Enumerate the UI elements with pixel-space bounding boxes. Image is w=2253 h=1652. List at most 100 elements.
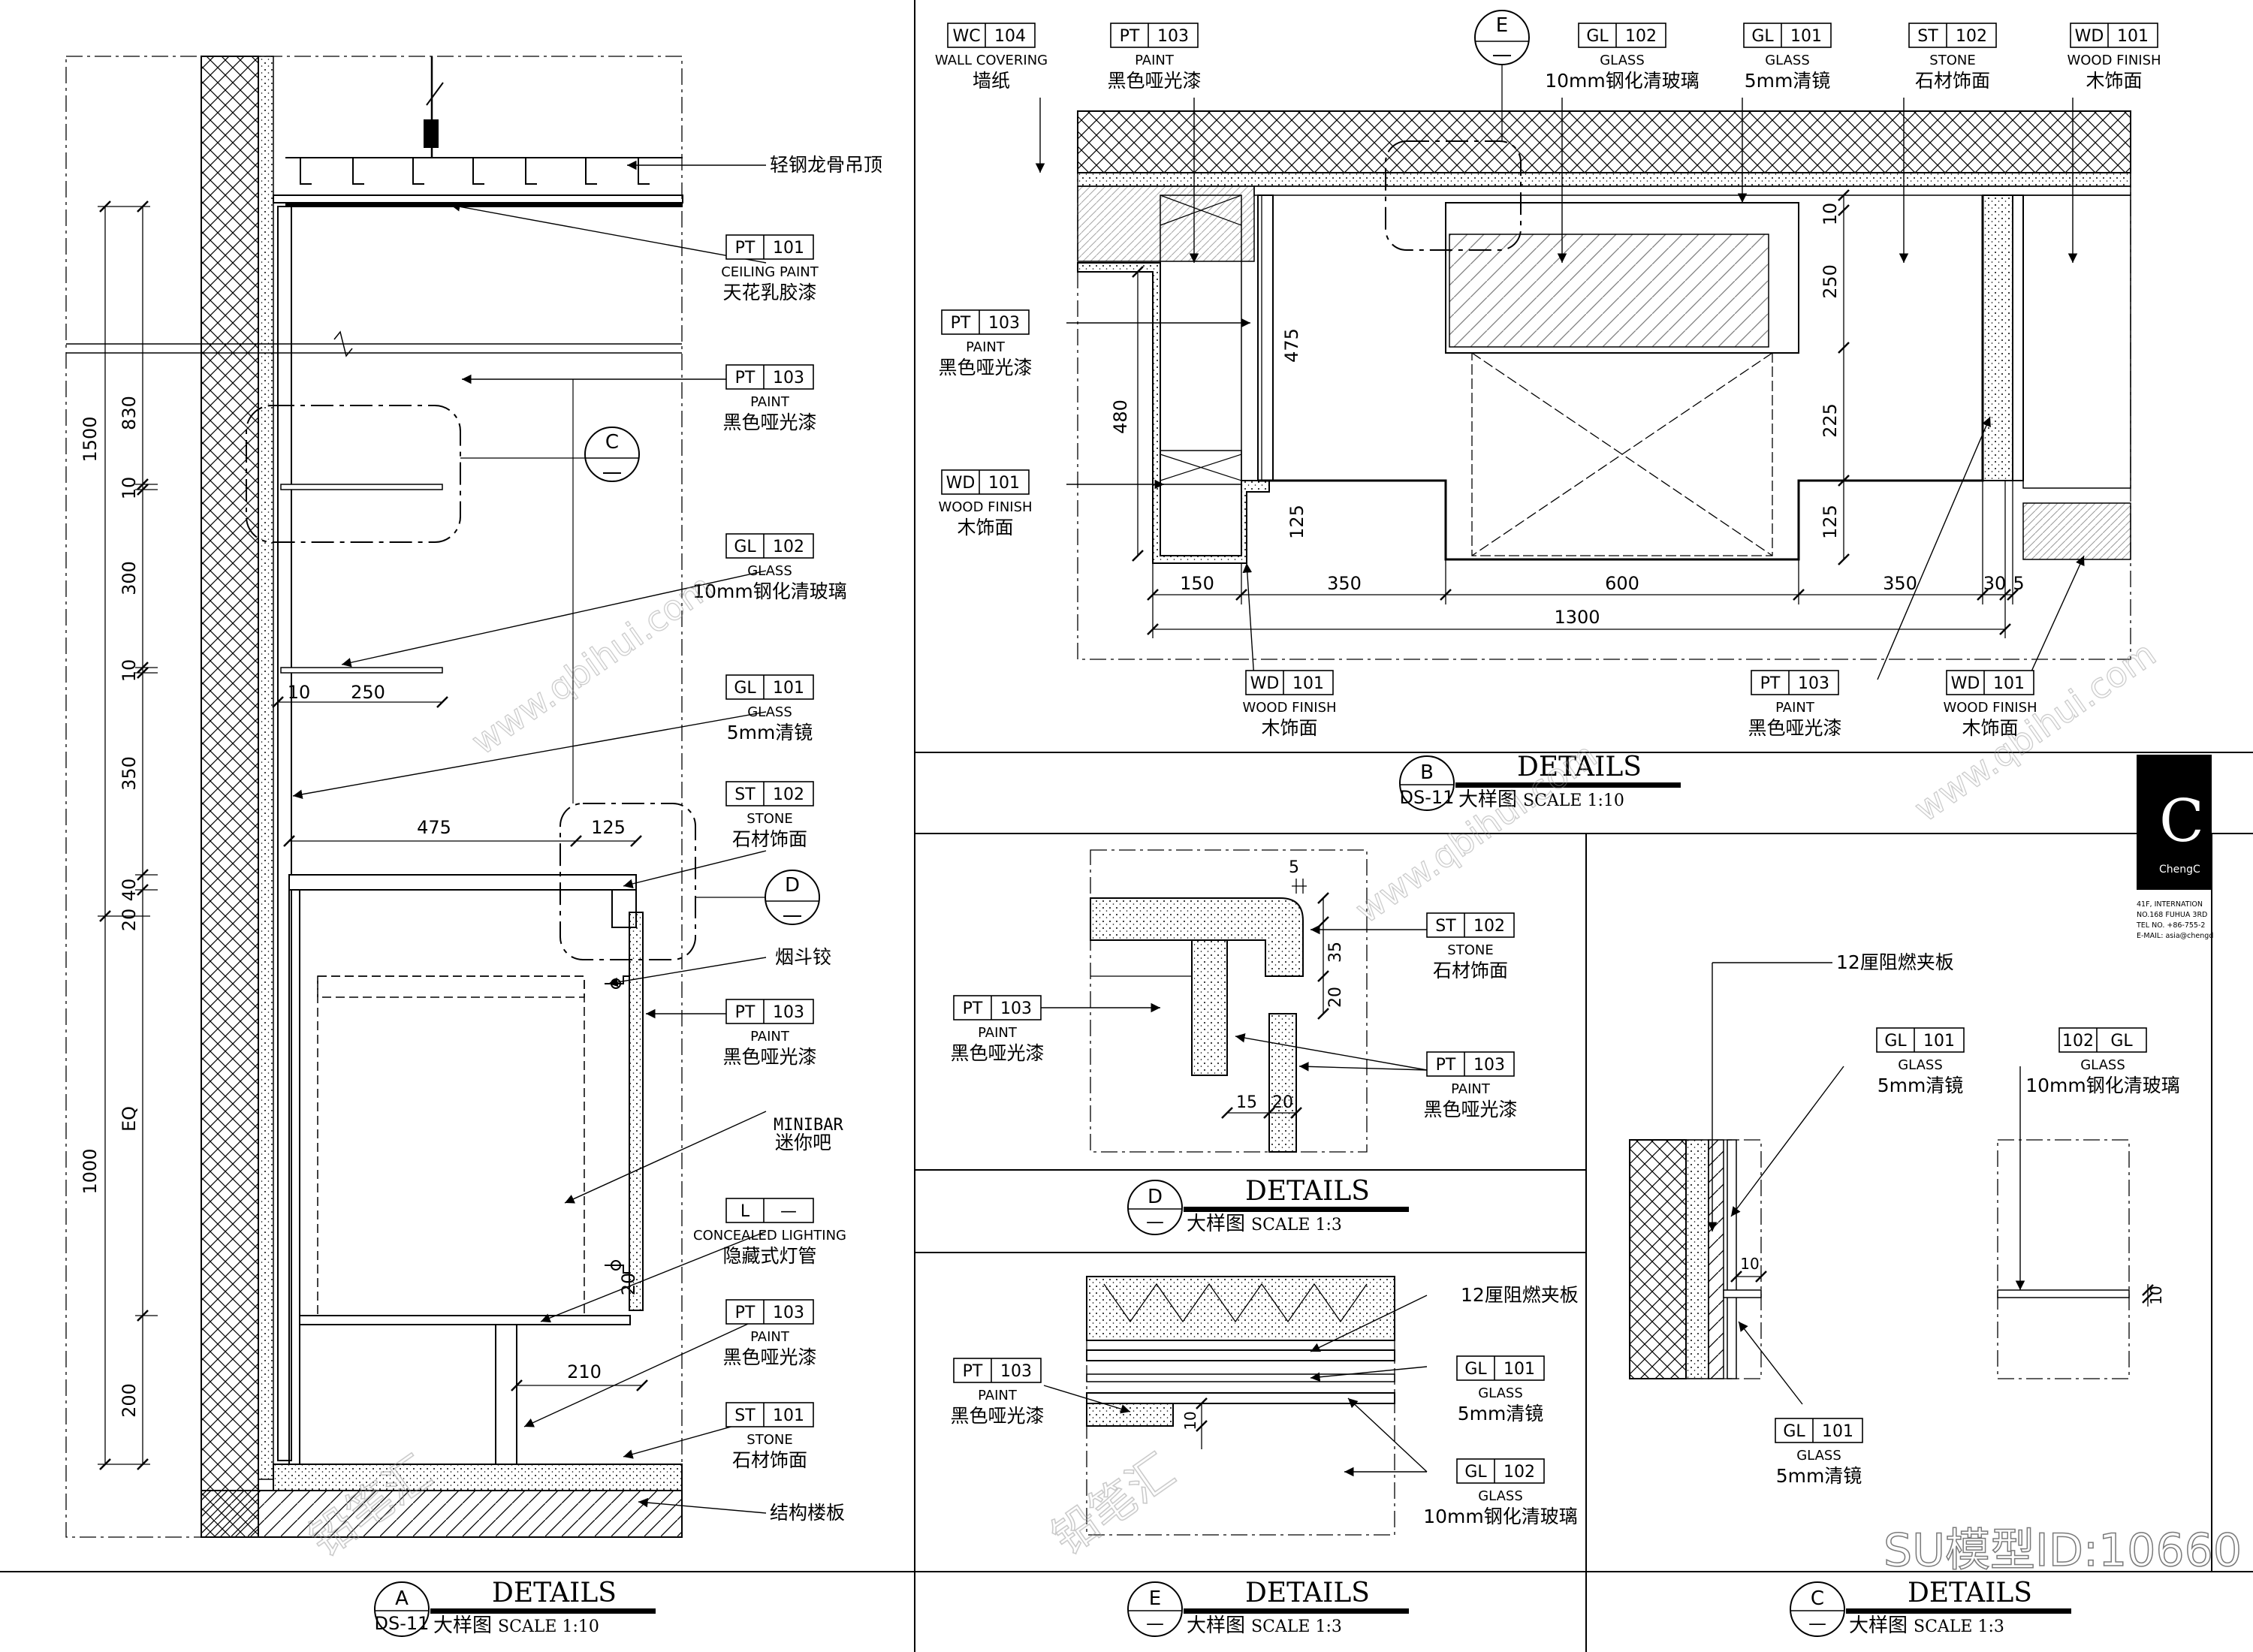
dim-c-10-right: 10 [2147,1286,2165,1304]
dim-a-250: 250 [351,682,385,703]
detail-b-wall-covering [1077,185,1255,262]
tag-cn-d2: 黑色哑光漆 [950,1042,1044,1064]
detail-b-plaster [1077,172,2131,187]
detail-c-wall [1629,1139,1687,1379]
detail-d-ticks [1221,892,1329,1119]
tag-en-b10: PAINT [1775,700,1815,716]
tag-cn-c3: 5mm清镜 [1776,1465,1862,1487]
detail-a-glass-shelf-mid [280,667,443,674]
company-line-2: NO.168 FUHUA 3RD [2137,911,2207,919]
company-logo-letter: C [2159,788,2204,855]
watermark-brand-2: 铅笔汇 [1043,1445,1184,1566]
tag-cn-b4: 5mm清镜 [1745,70,1831,92]
tag-cn-e1: 黑色哑光漆 [950,1405,1044,1427]
tag-code-a2: PT [735,369,756,387]
tag-cn-a3: 10mm钢化清玻璃 [692,580,847,602]
minibar-label-cn: 迷你吧 [775,1132,831,1153]
dim-a-1500: 1500 [80,416,101,462]
tag-cn-b8: 木饰面 [957,517,1013,538]
tag-cn-d1: 石材饰面 [1433,960,1508,981]
hinge-label: 烟斗铰 [775,946,831,968]
title-scale-b: SCALE 1:10 [1523,791,1624,810]
dim-b-350-r: 350 [1883,573,1917,594]
detail-d-leaders [1035,924,1428,1072]
detail-a-back-panel [277,206,292,1461]
detail-b-structural-slab [1077,110,2131,173]
detail-c-dims [1730,1271,2154,1307]
tag-code-d3: PT [1436,1056,1456,1075]
tag-cn-b1: 墙纸 [973,70,1010,92]
detail-a-break-line [66,330,682,357]
detail-a-stone-floor [273,1464,683,1491]
title-name-e: DETAILS [1245,1578,1370,1608]
tag-en-b5: STONE [1929,53,1975,68]
detail-d-dims [1227,879,1324,1114]
tag-cn-b7: 黑色哑光漆 [938,357,1032,378]
dim-d-20: 20 [1326,987,1345,1008]
tag-cn-d3: 黑色哑光漆 [1423,1099,1517,1120]
detail-e-board-label: 12厘阻燃夹板 [1461,1284,1579,1306]
tag-num-b8: 101 [988,474,1020,493]
detail-c-marker-box [246,405,461,543]
tag-en-c1: GLASS [1898,1057,1943,1073]
company-block: C ChengC 41F, INTERNATION NO.168 FUHUA 3… [2136,755,2213,940]
label-ceiling: 轻钢龙骨吊顶 [770,154,882,176]
tag-code-d1: ST [1435,917,1456,936]
tag-code-b3: GL [1586,27,1609,46]
detail-e-leaders [1043,1295,1428,1477]
tag-code-a5: ST [734,785,756,804]
tag-en-b9: WOOD FINISH [1242,700,1336,716]
detail-b-dimension-text: 150 350 600 350 30 5 1300 475 480 125 10… [1110,203,2025,628]
tag-code-b7: PT [951,314,971,333]
tag-en-b4: GLASS [1765,53,1810,68]
title-name-b: DETAILS [1517,752,1642,782]
dim-a-20: 20 [119,909,140,932]
ceiling-label: 轻钢龙骨吊顶 [770,154,882,176]
tag-code-a9: ST [734,1406,756,1425]
detail-b-open-box [1471,352,1773,556]
company-line-1: 41F, INTERNATION [2137,900,2203,909]
detail-a-dimension-text: 1500 830 10 300 10 350 20 40 1000 EQ 200… [80,396,639,1418]
dim-b-1300: 1300 [1554,607,1600,628]
tag-en-a1: CEILING PAINT [721,264,819,280]
tag-en-d1: STONE [1447,942,1493,958]
detail-e-dims [1196,1397,1208,1449]
tag-num-b11: 101 [1993,674,2025,693]
detail-bubble-d: D [765,870,820,925]
detail-c: 10 10 12厘阻燃夹板 [1629,951,2165,1405]
dim-a-eq: EQ [119,1106,140,1132]
tag-num-a5: 102 [773,785,804,804]
detail-a-wall-plaster [258,56,274,1480]
dim-a-210: 210 [567,1361,602,1382]
tag-code-a6: PT [735,1003,756,1022]
svg-text:D: D [785,874,800,897]
company-logo-box [2137,755,2212,890]
dim-b-10: 10 [1820,203,1841,226]
tag-cn-e3: 10mm钢化清玻璃 [1423,1506,1578,1527]
tag-num-c3: 101 [1822,1422,1853,1441]
dim-a-10-mid: 10 [119,659,140,683]
tag-cn-a6: 黑色哑光漆 [722,1046,816,1068]
tag-cn-b11: 木饰面 [1962,717,2018,739]
title-letter-c: C [1811,1587,1824,1610]
tag-code-a1: PT [735,239,756,258]
detail-c-board-label: 12厘阻燃夹板 [1836,951,1954,973]
dim-a-475: 475 [417,817,451,838]
minibar-label-en: MINIBAR [774,1116,843,1135]
tag-cn-b10: 黑色哑光漆 [1748,717,1841,739]
detail-e: 10 [1043,1276,1428,1536]
tag-en-b2: PAINT [1135,53,1175,68]
